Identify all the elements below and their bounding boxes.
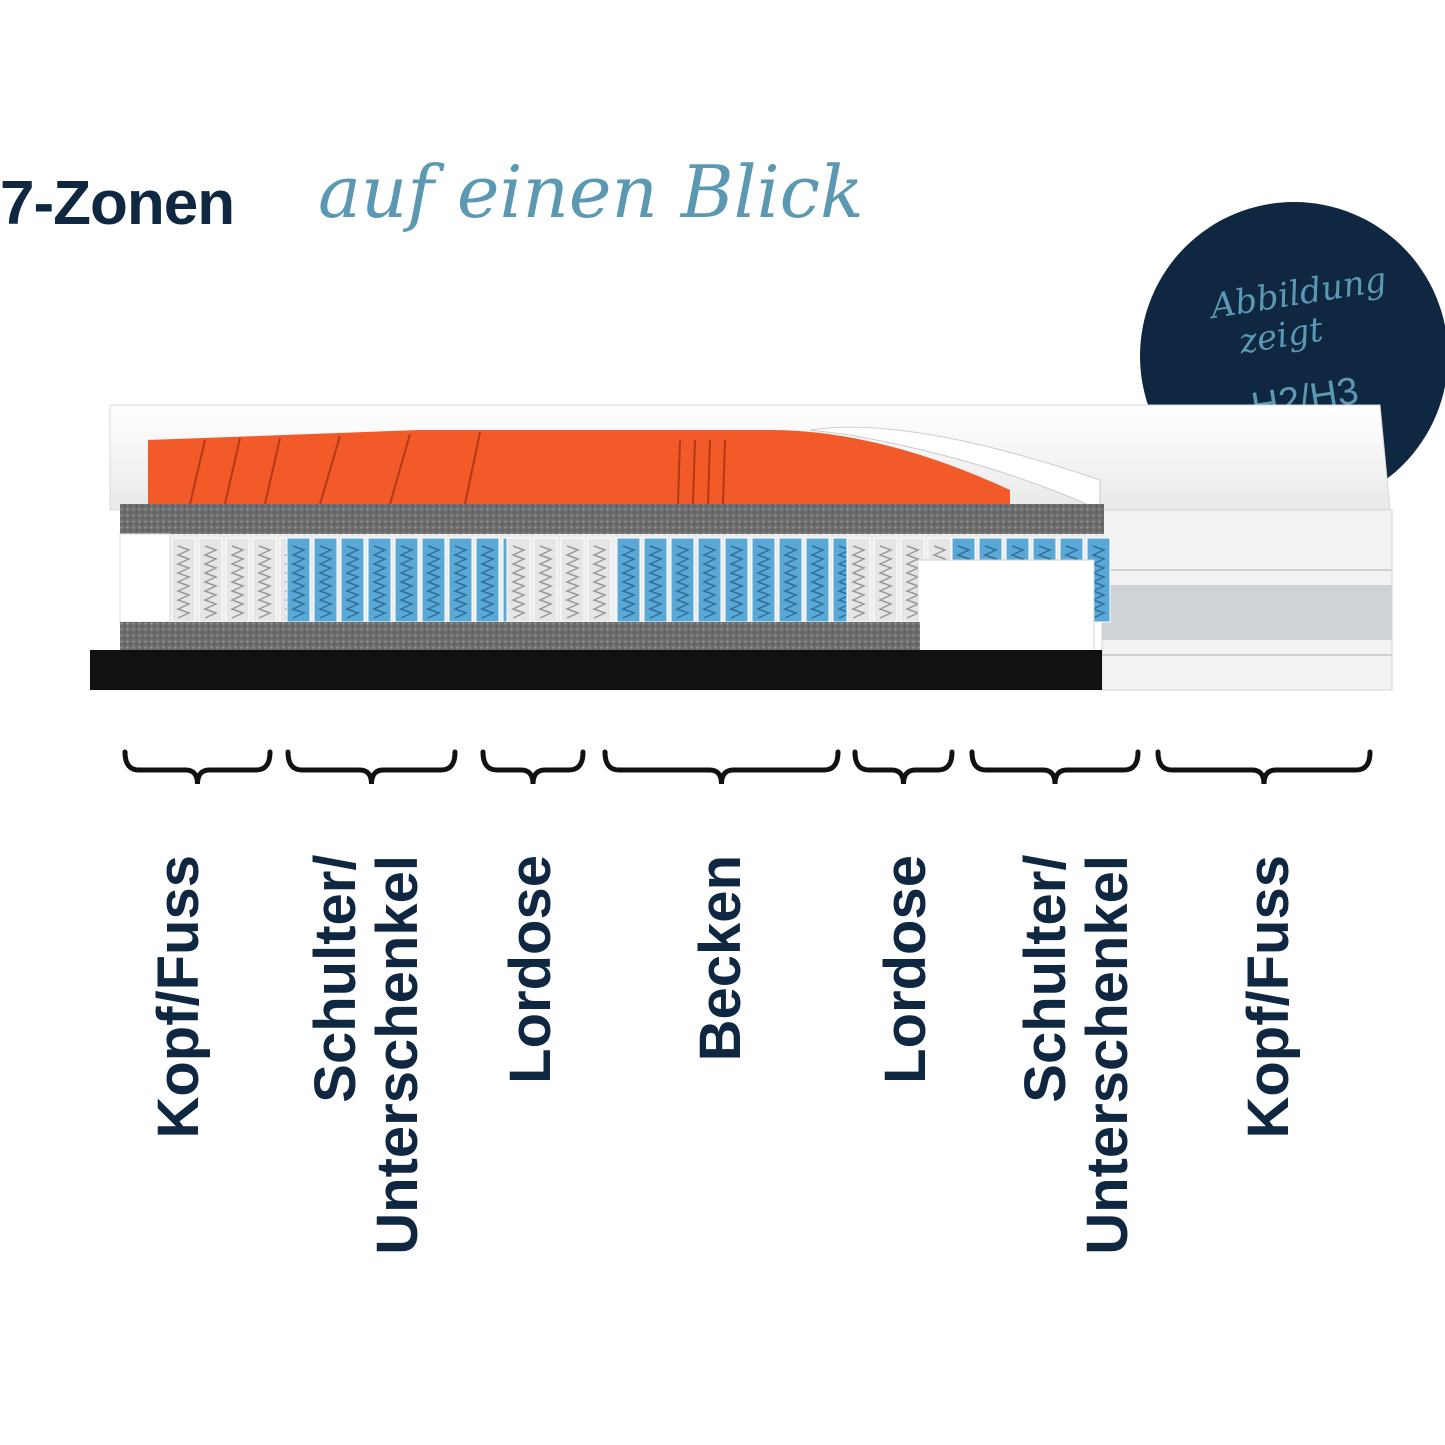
spring-coil bbox=[453, 545, 468, 619]
zone-brace bbox=[852, 749, 955, 785]
spring-coil bbox=[230, 545, 245, 619]
spring-coil bbox=[810, 545, 825, 619]
page-subtitle: auf einen Blick bbox=[318, 150, 864, 234]
zone-label-text: Becken bbox=[688, 855, 753, 1062]
spring-coil bbox=[345, 545, 360, 619]
spring-coil bbox=[837, 545, 852, 619]
spring-coil bbox=[426, 545, 441, 619]
spring-coil bbox=[480, 545, 495, 619]
spring-coil bbox=[729, 545, 744, 619]
edge-foam-front bbox=[917, 559, 1095, 659]
spring-coil bbox=[905, 545, 920, 619]
cover-peel bbox=[809, 426, 1101, 511]
zone-label-text: Lordose bbox=[498, 855, 563, 1084]
spring-coil bbox=[538, 545, 553, 619]
spring-coil bbox=[565, 545, 580, 619]
zone-brace bbox=[480, 749, 586, 785]
zone-brace bbox=[969, 749, 1141, 785]
zone-brace bbox=[285, 749, 458, 785]
felt-top bbox=[120, 504, 1104, 534]
zone-brace bbox=[1155, 749, 1373, 785]
zone-brace bbox=[122, 749, 273, 785]
spring-coil bbox=[592, 545, 607, 619]
zone-label: Kopf/Fuss bbox=[1236, 855, 1328, 1315]
spring-coil bbox=[203, 545, 218, 619]
spring-coil bbox=[399, 545, 414, 619]
spring-coil bbox=[372, 545, 387, 619]
foam-layer bbox=[148, 430, 1010, 504]
zone-label: Lordose bbox=[873, 855, 965, 1315]
spring-coil bbox=[878, 545, 893, 619]
zone-brace bbox=[602, 749, 841, 785]
zone-braces bbox=[122, 749, 1373, 785]
spring-coil bbox=[783, 545, 798, 619]
spring-coil bbox=[318, 545, 333, 619]
spring-coil bbox=[176, 545, 191, 619]
spring-coil bbox=[851, 545, 866, 619]
zone-label-text: Kopf/Fuss bbox=[1236, 855, 1301, 1139]
zone-label: Lordose bbox=[498, 855, 590, 1315]
zone-label-text: Schulter/ Unterschenkel bbox=[1013, 855, 1140, 1255]
zone-label-text: Kopf/Fuss bbox=[146, 855, 211, 1139]
mattress-cross-section bbox=[90, 404, 1393, 691]
zone-label-text: Lordose bbox=[873, 855, 938, 1084]
zone-label: Kopf/Fuss bbox=[146, 855, 238, 1315]
spring-coil bbox=[511, 545, 526, 619]
spring-coil bbox=[756, 545, 771, 619]
base-foam bbox=[90, 650, 1102, 690]
zone-label: Becken bbox=[688, 855, 780, 1315]
spring-coil bbox=[621, 545, 636, 619]
page-title: 7-Zonen bbox=[0, 169, 235, 238]
cover-mesh bbox=[1102, 585, 1392, 640]
spring-coil bbox=[702, 545, 717, 619]
spring-coil bbox=[648, 545, 663, 619]
zone-label-text: Schulter/ Unterschenkel bbox=[303, 855, 430, 1255]
spring-coil bbox=[675, 545, 690, 619]
zone-label: Schulter/ Unterschenkel bbox=[1013, 855, 1140, 1315]
spring-coil bbox=[291, 545, 306, 619]
spring-coil bbox=[257, 545, 272, 619]
edge-foam-left bbox=[119, 533, 171, 623]
felt-bottom bbox=[120, 622, 920, 650]
zone-label: Schulter/ Unterschenkel bbox=[303, 855, 430, 1315]
